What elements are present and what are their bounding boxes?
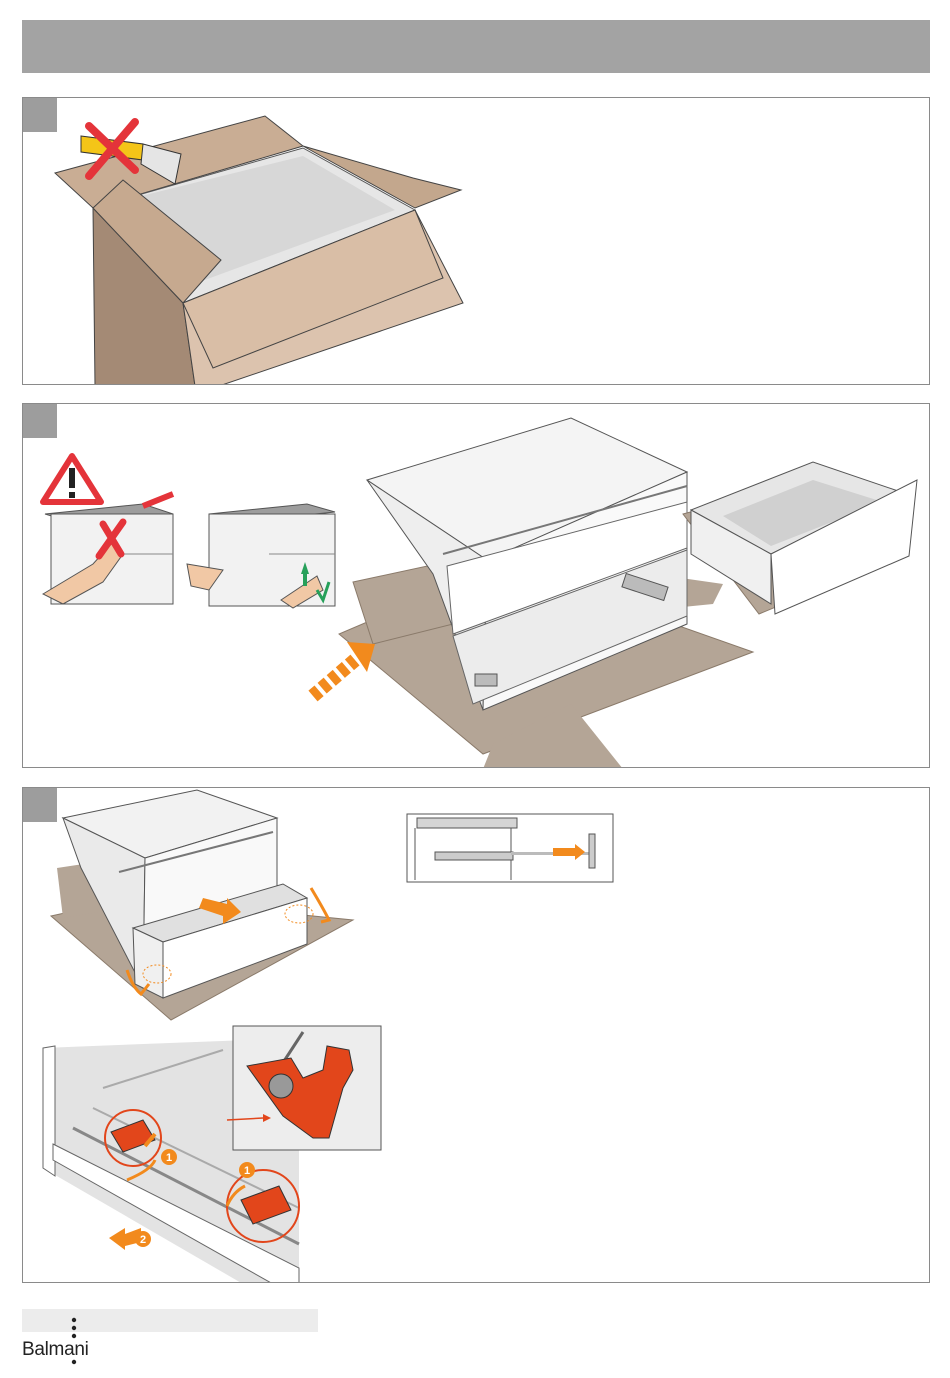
step-3-panel: 1 1 2	[22, 787, 930, 1283]
step-1-illustration	[23, 98, 930, 385]
brand-name: Balmani	[22, 1339, 89, 1361]
cabinet-correct-lift	[187, 504, 335, 608]
cabinet-drawer-open	[63, 790, 329, 998]
brand-logo: Balmani	[22, 1316, 132, 1372]
callout-1a: 1	[166, 1152, 172, 1164]
rail-detail	[407, 814, 613, 882]
header-bar	[22, 20, 930, 73]
bracket-zoom	[227, 1026, 381, 1150]
step-1-panel	[22, 97, 930, 385]
arrow-icon	[313, 642, 375, 696]
warning-triangle-icon	[43, 456, 101, 502]
step-2-panel	[22, 403, 930, 768]
step-2-illustration	[23, 404, 930, 768]
callout-2: 2	[140, 1234, 146, 1246]
cabinet-wrong-lift	[43, 494, 173, 604]
drawer-box	[691, 462, 917, 614]
step-3-illustration: 1 1 2	[23, 788, 930, 1283]
callout-1b: 1	[244, 1165, 250, 1177]
